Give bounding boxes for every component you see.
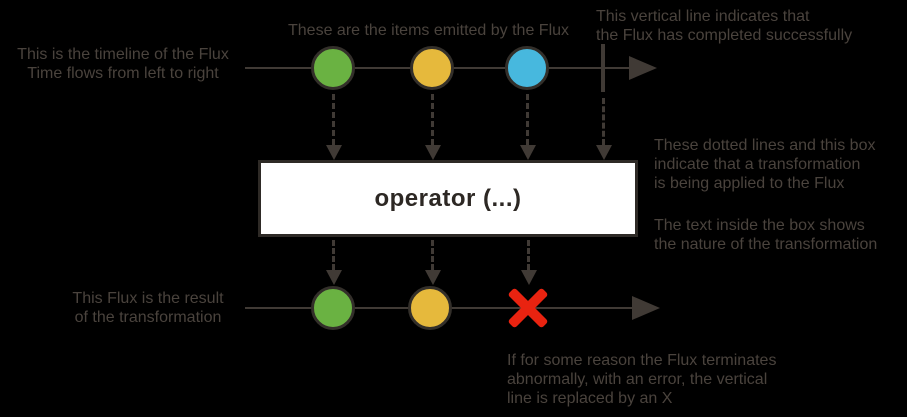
items-annotation: These are the items emitted by the Flux [288, 22, 570, 39]
complete-annotation: This vertical line indicates that the Fl… [596, 8, 853, 44]
dotted-arrow-down-icon [326, 240, 342, 285]
dotted-arrow-down-icon [326, 94, 342, 160]
transform-box-annotation: These dotted lines and this box indicate… [654, 137, 876, 192]
source-marble-yellow-icon [410, 46, 454, 90]
error-annotation: If for some reason the Flux terminates a… [507, 352, 777, 407]
error-x-icon [504, 284, 552, 332]
operator-box: operator (...) [258, 160, 638, 237]
operator-label: operator (...) [374, 184, 522, 212]
box-text-annotation: The text inside the box shows the nature… [654, 217, 878, 253]
source-marble-blue-icon [505, 46, 549, 90]
dotted-arrow-down-icon [596, 98, 612, 160]
complete-line-icon [601, 44, 605, 92]
source-marble-green-icon [311, 46, 355, 90]
result-marble-green-icon [311, 286, 355, 330]
source-timeline-arrow-icon [629, 56, 657, 80]
timeline-annotation: This is the timeline of the Flux Time fl… [17, 46, 229, 82]
dotted-arrow-down-icon [520, 94, 536, 160]
dotted-arrow-down-icon [425, 94, 441, 160]
result-marble-yellow-icon [408, 286, 452, 330]
dotted-arrow-down-icon [521, 240, 537, 285]
dotted-arrow-down-icon [425, 240, 441, 285]
result-annotation: This Flux is the result of the transform… [72, 290, 224, 326]
result-timeline-arrow-icon [632, 296, 660, 320]
